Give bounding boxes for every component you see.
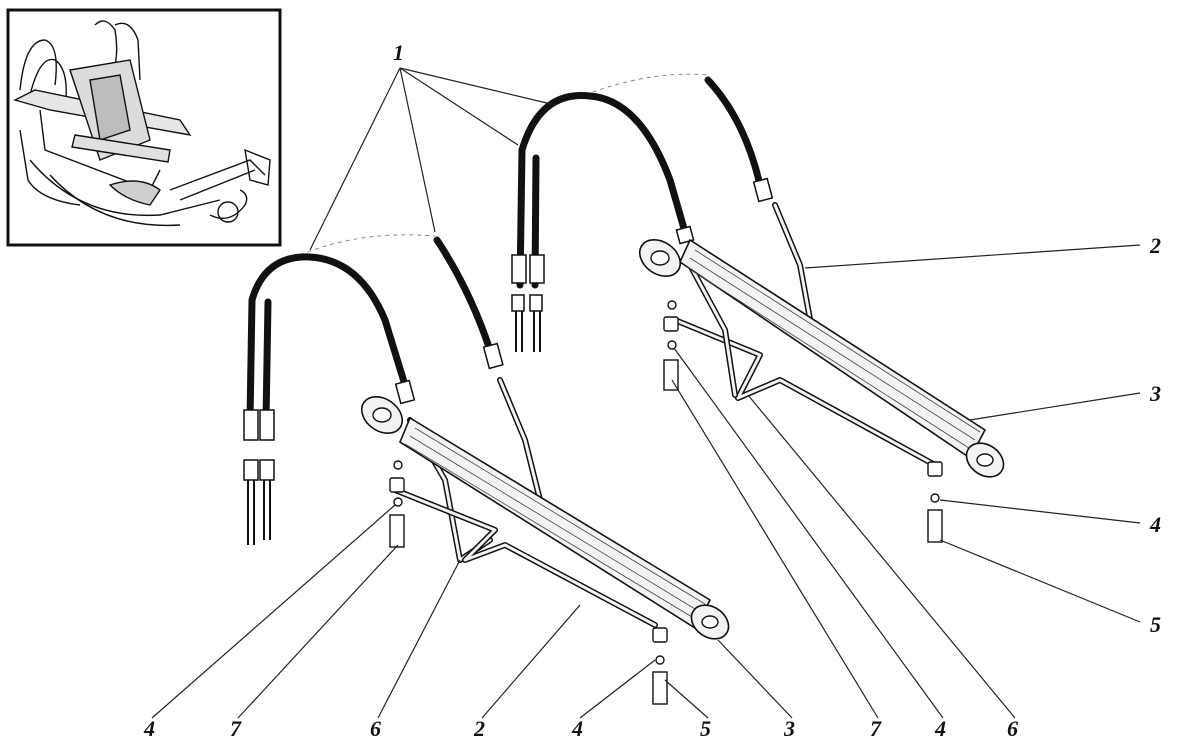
pipe-upper	[672, 202, 938, 468]
callout-5: 5	[1150, 612, 1161, 637]
callout-4: 4	[571, 716, 583, 741]
callout-4: 4	[934, 716, 946, 741]
callout-4: 4	[143, 716, 155, 741]
callout-5: 5	[700, 716, 711, 741]
hose-continuation-dashed-line	[299, 234, 436, 256]
callout-7: 7	[230, 716, 242, 741]
hydraulic-cylinder-lower	[360, 396, 730, 705]
hydraulic-cylinder-upper	[638, 238, 1005, 543]
callout-6: 6	[370, 716, 381, 741]
hose-continuation-dashed-line	[584, 73, 711, 96]
pipe-lower	[392, 377, 658, 628]
callout-3: 3	[1149, 381, 1161, 406]
callout-7: 7	[870, 716, 882, 741]
callout-3: 3	[783, 716, 795, 741]
callout-2: 2	[473, 716, 485, 741]
callout-4: 4	[1149, 512, 1161, 537]
callout-6: 6	[1007, 716, 1018, 741]
hose-assembly-upper	[511, 76, 774, 352]
callout-2: 2	[1149, 233, 1161, 258]
hose-assembly-lower	[243, 236, 504, 545]
inset-overview-picture	[6, 8, 282, 247]
leader-lines	[151, 67, 1141, 719]
callout-1: 1	[393, 40, 404, 65]
